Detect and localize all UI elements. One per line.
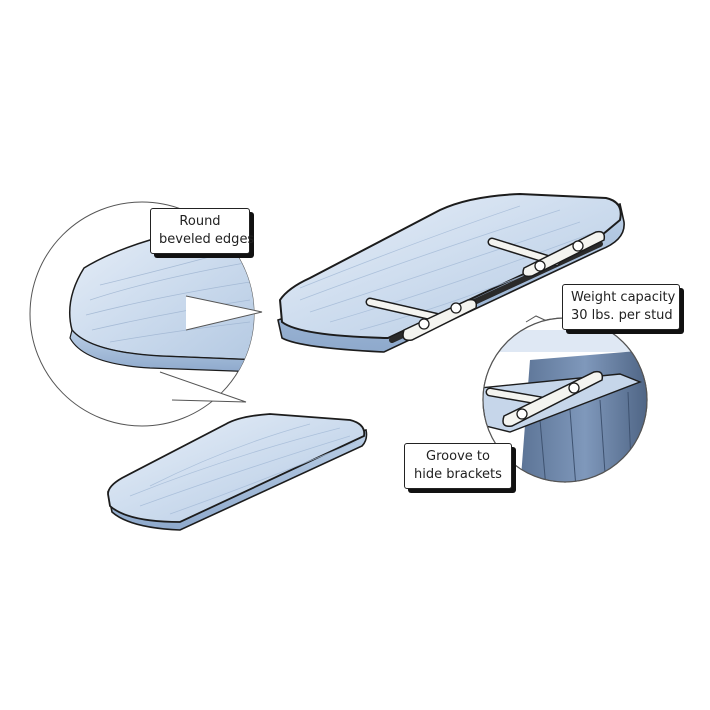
callout-weight-line2: 30 lbs. per stud	[571, 308, 673, 323]
plain-shelf	[107, 413, 368, 531]
callout-groove-line2: hide brackets	[414, 467, 502, 482]
bracket-detail-magnifier	[482, 315, 648, 483]
callout-groove: Groove to hide brackets	[404, 443, 512, 489]
main-shelf	[277, 192, 625, 353]
callout-weight-line1: Weight capacity	[571, 290, 676, 305]
callout-round-edges-line2: beveled edges	[159, 232, 255, 247]
callout-round-edges: Round beveled edges	[150, 208, 255, 254]
callout-weight-capacity: Weight capacity 30 lbs. per stud	[562, 284, 680, 330]
screw-icon	[418, 240, 584, 330]
callout-round-edges-line1: Round	[179, 214, 221, 229]
callout-groove-line1: Groove to	[426, 449, 490, 464]
edge-detail-magnifier	[29, 201, 263, 427]
